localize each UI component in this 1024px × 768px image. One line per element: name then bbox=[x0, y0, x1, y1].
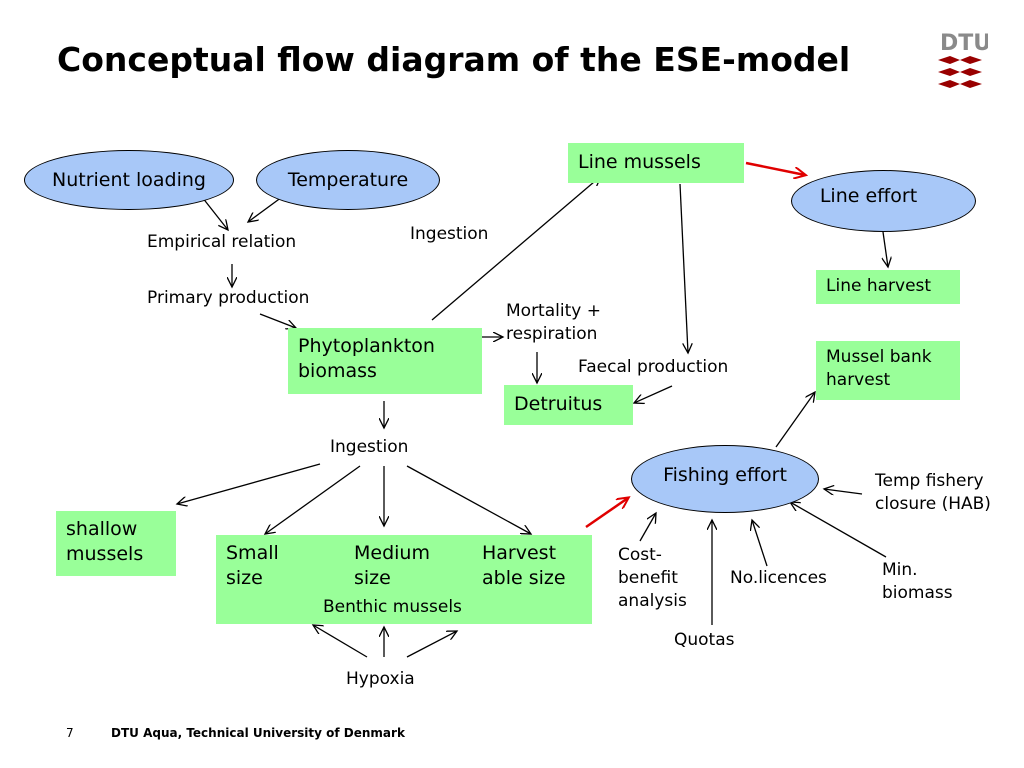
primary-production-label: Primary production bbox=[147, 288, 310, 308]
mortality-line-2: respiration bbox=[506, 324, 598, 344]
arrow-ingestion-to-small bbox=[265, 465, 361, 534]
arrow-nutrient-to-empirical bbox=[201, 196, 228, 230]
ingestion-top-label: Ingestion bbox=[410, 224, 489, 244]
arrow-temperature-to-empirical bbox=[248, 196, 283, 222]
line-mussels-label: Line mussels bbox=[578, 151, 701, 173]
arrow-linemussels-to-faecal bbox=[679, 183, 688, 353]
cost-benefit-line-3: analysis bbox=[618, 591, 687, 611]
temp-fishery-line-1: Temp fishery bbox=[875, 471, 984, 491]
arrow-licences-to-fishing bbox=[752, 520, 768, 567]
arrow-ingestion-to-harvest bbox=[406, 465, 531, 534]
phytoplankton-box: Phytoplankton biomass bbox=[288, 328, 482, 394]
mussel-bank-line-2: harvest bbox=[826, 370, 891, 390]
nutrient-loading-label: Nutrient loading bbox=[51, 169, 206, 191]
red-arrow-linemussels-to-lineeffort bbox=[745, 161, 805, 175]
line-effort-ellipse: Line effort bbox=[791, 170, 976, 232]
arrow-lineeffort-to-lineharvest bbox=[883, 231, 888, 267]
mussel-bank-line-1: Mussel bank bbox=[826, 347, 932, 367]
min-biomass-label: Min. biomass bbox=[882, 559, 953, 605]
temp-fishery-line-2: closure (HAB) bbox=[875, 494, 991, 514]
quotas-label: Quotas bbox=[674, 630, 735, 650]
red-arrow-harvest-to-fishing bbox=[585, 498, 628, 529]
benthic-mussels-label: Benthic mussels bbox=[323, 597, 462, 617]
shallow-mussels-line-1: shallow bbox=[66, 518, 138, 540]
arrow-ingestion-to-shallow bbox=[177, 463, 321, 504]
line-harvest-box: Line harvest bbox=[816, 270, 960, 304]
cost-benefit-label: Cost- benefit analysis bbox=[618, 544, 687, 613]
detritus-label: Detruitus bbox=[514, 393, 603, 415]
arrow-phyto-to-linemussels bbox=[431, 176, 601, 321]
fishing-effort-label: Fishing effort bbox=[663, 464, 787, 486]
empirical-relation-label: Empirical relation bbox=[147, 232, 297, 252]
phytoplankton-line-2: biomass bbox=[298, 360, 377, 382]
temp-fishery-label: Temp fishery closure (HAB) bbox=[875, 470, 991, 516]
ingestion-mid-label: Ingestion bbox=[330, 437, 409, 457]
medium-size-line-2: size bbox=[354, 567, 391, 589]
small-size-line-1: Small bbox=[226, 542, 279, 564]
small-size-line-2: size bbox=[226, 567, 263, 589]
arrow-faecal-to-detritus bbox=[634, 385, 673, 403]
arrow-cost-to-fishing bbox=[639, 513, 656, 542]
harvestable-size-box: Harvest able size bbox=[472, 535, 592, 595]
arrow-fishing-to-musselbank bbox=[775, 392, 815, 448]
dtu-logo-mark bbox=[938, 56, 982, 88]
harvestable-size-line-2: able size bbox=[482, 567, 566, 589]
hypoxia-label: Hypoxia bbox=[346, 669, 415, 689]
cost-benefit-line-1: Cost- bbox=[618, 545, 662, 565]
phytoplankton-line-1: Phytoplankton bbox=[298, 335, 435, 357]
shallow-mussels-box: shallow mussels bbox=[56, 511, 176, 576]
min-biomass-line-2: biomass bbox=[882, 583, 953, 603]
arrow-tempfishery-to-fishing bbox=[824, 489, 863, 494]
medium-size-line-1: Medium bbox=[354, 542, 430, 564]
dtu-logo-text: DTU bbox=[940, 31, 988, 56]
arrow-primary-to-phyto bbox=[259, 313, 296, 328]
temperature-ellipse: Temperature bbox=[256, 150, 440, 210]
nutrient-loading-ellipse: Nutrient loading bbox=[24, 150, 234, 210]
min-biomass-line-1: Min. bbox=[882, 560, 918, 580]
dtu-logo: DTU bbox=[938, 31, 988, 88]
faecal-production-label: Faecal production bbox=[578, 357, 729, 377]
shallow-mussels-line-2: mussels bbox=[66, 543, 144, 565]
cost-benefit-line-2: benefit bbox=[618, 568, 678, 588]
arrow-minbiomass-to-fishing bbox=[790, 502, 887, 558]
harvestable-size-line-1: Harvest bbox=[482, 542, 557, 564]
slide-title: Conceptual flow diagram of the ESE-model bbox=[57, 40, 851, 79]
page-number: 7 bbox=[66, 726, 74, 740]
medium-size-box: Medium size bbox=[344, 535, 464, 595]
no-licences-label: No.licences bbox=[730, 568, 827, 588]
arrow-hypoxia-to-harvest bbox=[406, 631, 457, 658]
line-effort-label: Line effort bbox=[819, 185, 918, 207]
footer-text: DTU Aqua, Technical University of Denmar… bbox=[111, 726, 405, 740]
fishing-effort-ellipse: Fishing effort bbox=[631, 445, 819, 513]
small-size-box: Small size bbox=[216, 535, 336, 595]
mussel-bank-harvest-box: Mussel bank harvest bbox=[816, 341, 960, 400]
arrow-hypoxia-to-small bbox=[313, 625, 368, 658]
line-harvest-label: Line harvest bbox=[826, 276, 932, 296]
detritus-box: Detruitus bbox=[504, 385, 633, 425]
mortality-line-1: Mortality + bbox=[506, 301, 601, 321]
temperature-label: Temperature bbox=[287, 169, 409, 191]
line-mussels-box: Line mussels bbox=[568, 143, 744, 183]
mortality-label: Mortality + respiration bbox=[506, 300, 601, 346]
